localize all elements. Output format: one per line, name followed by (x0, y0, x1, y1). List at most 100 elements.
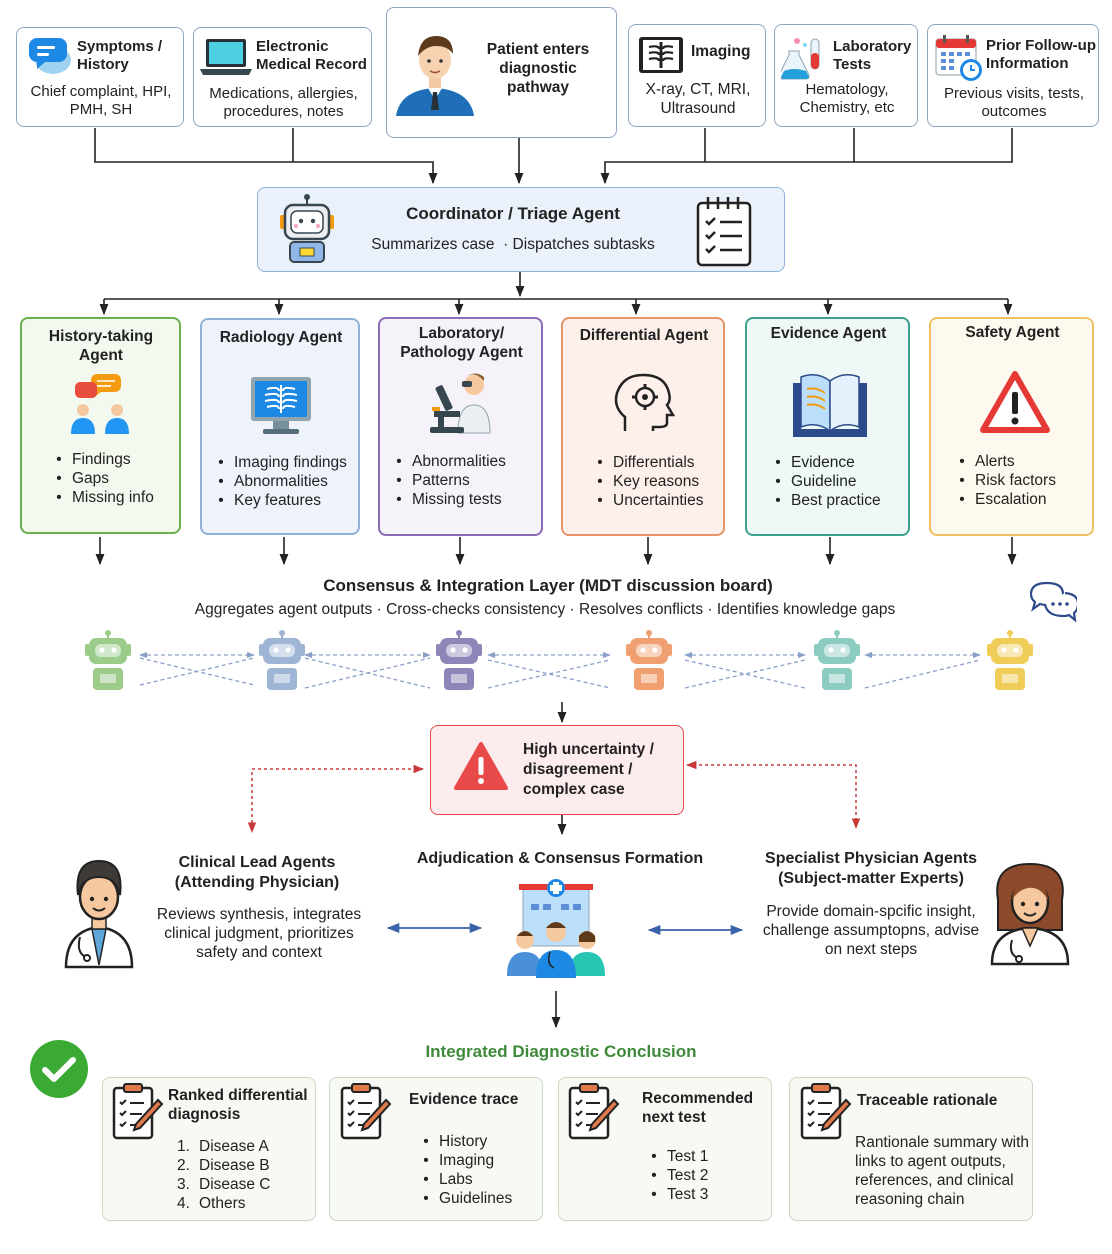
checkmark-icon (30, 1040, 88, 1098)
laptop-icon (200, 39, 252, 75)
consensus-subtitle: Aggregates agent outputs · Cross-checks … (194, 601, 896, 618)
coordinator-agent: Coordinator / Triage Agent Summarizes ca… (257, 187, 785, 272)
conclusion-card-title: Recommended next test (642, 1090, 754, 1126)
clipboard-checklist-icon (696, 197, 752, 267)
list-item-label: Others (199, 1195, 246, 1212)
conclusion-card-differential (102, 1077, 316, 1221)
rationale-desc: Rantionale summary with links to agent o… (855, 1134, 1030, 1208)
input-card-patient: Patient enters diagnostic pathway (386, 7, 617, 138)
adjudication-title: Adjudication & Consensus Formation (416, 850, 704, 867)
agent-title: Evidence Agent (770, 325, 887, 342)
xray-monitor-icon (251, 377, 311, 434)
clipboard-pen-icon (568, 1083, 620, 1140)
agent-robot-icon (259, 630, 305, 690)
conclusion-card-title: Traceable rationale (857, 1092, 998, 1109)
agent-robot-icon (814, 630, 860, 690)
brain-gear-icon (614, 373, 676, 431)
medical-team-icon (507, 879, 605, 978)
clipboard-pen-icon (340, 1083, 392, 1140)
agent-card-laboratory: Laboratory/ Pathology Agent Abnormalitie… (378, 317, 543, 536)
test-tube-icon (781, 38, 820, 80)
input-desc: Chief complaint, HPI, PMH, SH (30, 83, 172, 119)
list-item: Key reasons (591, 472, 703, 491)
microscope-icon (430, 373, 491, 434)
list-item: Key features (212, 491, 347, 510)
agent-card-evidence: Evidence Agent Evidence Guideline Best p… (745, 317, 910, 536)
agent-title: History-taking Agent (48, 328, 154, 364)
list-item: Best practice (769, 491, 881, 510)
discussion-icon (1029, 581, 1077, 622)
list-item: Imaging findings (212, 453, 347, 472)
specialist-physician-icon (990, 862, 1070, 966)
list-item: Missing tests (390, 490, 506, 509)
input-title: Patient enters diagnostic pathway (486, 41, 590, 96)
list-item: Escalation (953, 490, 1056, 509)
agent-title: Radiology Agent (219, 329, 343, 346)
uncertainty-text: High uncertainty / disagreement / comple… (523, 741, 654, 798)
list-item: 3.Disease C (177, 1176, 271, 1193)
clinical-lead-title: Clinical Lead Agents (Attending Physicia… (174, 854, 340, 891)
patient-icon (396, 36, 474, 116)
list-item-label: Disease B (199, 1157, 270, 1174)
list-item: Evidence (769, 453, 881, 472)
agent-output-list: Differentials Key reasons Uncertainties (591, 453, 703, 510)
clinical-lead-desc: Reviews synthesis, integrates clinical j… (156, 906, 362, 961)
clipboard-pen-icon (800, 1083, 852, 1140)
conclusion-title: Integrated Diagnostic Conclusion (425, 1042, 697, 1061)
list-item: 1.Disease A (177, 1138, 269, 1155)
coordinator-subtitle: Summarizes case · Dispatches subtasks (371, 236, 655, 253)
input-desc: X-ray, CT, MRI, Ultrasound (645, 81, 751, 117)
xray-icon (639, 37, 683, 73)
agent-output-list: Evidence Guideline Best practice (769, 453, 881, 510)
input-title: Symptoms / History (77, 38, 163, 74)
input-card-symptoms: Symptoms / History Chief complaint, HPI,… (16, 27, 184, 127)
input-title: Laboratory Tests (833, 38, 912, 74)
list-item: Test 2 (645, 1166, 708, 1185)
list-item: Alerts (953, 452, 1056, 471)
input-title: Imaging (691, 43, 751, 60)
list-item-label: Disease C (199, 1176, 271, 1193)
book-icon (793, 374, 867, 437)
list-item: Guidelines (417, 1189, 512, 1208)
agent-robot-icon (85, 630, 131, 690)
list-item: 4.Others (177, 1195, 246, 1212)
agent-card-history: History-taking Agent Findings Gaps Missi… (20, 317, 181, 534)
input-card-labs: Laboratory Tests Hematology, Chemistry, … (774, 24, 918, 127)
list-item: Imaging (417, 1151, 512, 1170)
list-item: Guideline (769, 472, 881, 491)
list-item: Uncertainties (591, 491, 703, 510)
list-item: Missing info (50, 488, 154, 507)
uncertainty-alert-box: High uncertainty / disagreement / comple… (430, 725, 684, 815)
agent-robot-icon (626, 630, 672, 690)
list-item: Abnormalities (390, 452, 506, 471)
agent-output-list: Alerts Risk factors Escalation (953, 452, 1056, 509)
list-item: 2.Disease B (177, 1157, 270, 1174)
alert-triangle-icon (454, 742, 508, 790)
input-desc: Hematology, Chemistry, etc (799, 81, 895, 117)
input-card-emr: Electronic Medical Record Medications, a… (193, 27, 372, 127)
consensus-title: Consensus & Integration Layer (MDT discu… (323, 576, 773, 595)
agent-output-list: Abnormalities Patterns Missing tests (390, 452, 506, 509)
agent-card-differential: Differential Agent Differentials Key rea… (561, 317, 725, 536)
agent-robot-icon (987, 630, 1033, 690)
list-item: Gaps (50, 469, 154, 488)
coordinator-title: Coordinator / Triage Agent (406, 204, 620, 223)
list-item: Findings (50, 450, 154, 469)
agent-card-safety: Safety Agent Alerts Risk factors Escalat… (929, 317, 1094, 536)
agent-robot-icon (436, 630, 482, 690)
list-item: Test 1 (645, 1147, 708, 1166)
list-item: Labs (417, 1170, 512, 1189)
ranked-diagnosis-list: 1.Disease A 2.Disease B 3.Disease C 4.Ot… (177, 1137, 271, 1213)
conclusion-card-title: Ranked differential diagnosis (168, 1087, 308, 1123)
input-desc: Medications, allergies, procedures, note… (209, 85, 358, 121)
agent-title: Laboratory/ Pathology Agent (400, 325, 523, 361)
chat-bubble-icon (29, 38, 71, 74)
list-item: Abnormalities (212, 472, 347, 491)
warning-icon (980, 371, 1050, 433)
input-title: Prior Follow-up Information (986, 37, 1096, 73)
attending-physician-icon (64, 859, 134, 969)
agent-output-list: Imaging findings Abnormalities Key featu… (212, 453, 347, 510)
agent-title: Safety Agent (965, 324, 1060, 341)
input-desc: Previous visits, tests, outcomes (943, 85, 1085, 121)
evidence-trace-list: History Imaging Labs Guidelines (417, 1132, 512, 1208)
